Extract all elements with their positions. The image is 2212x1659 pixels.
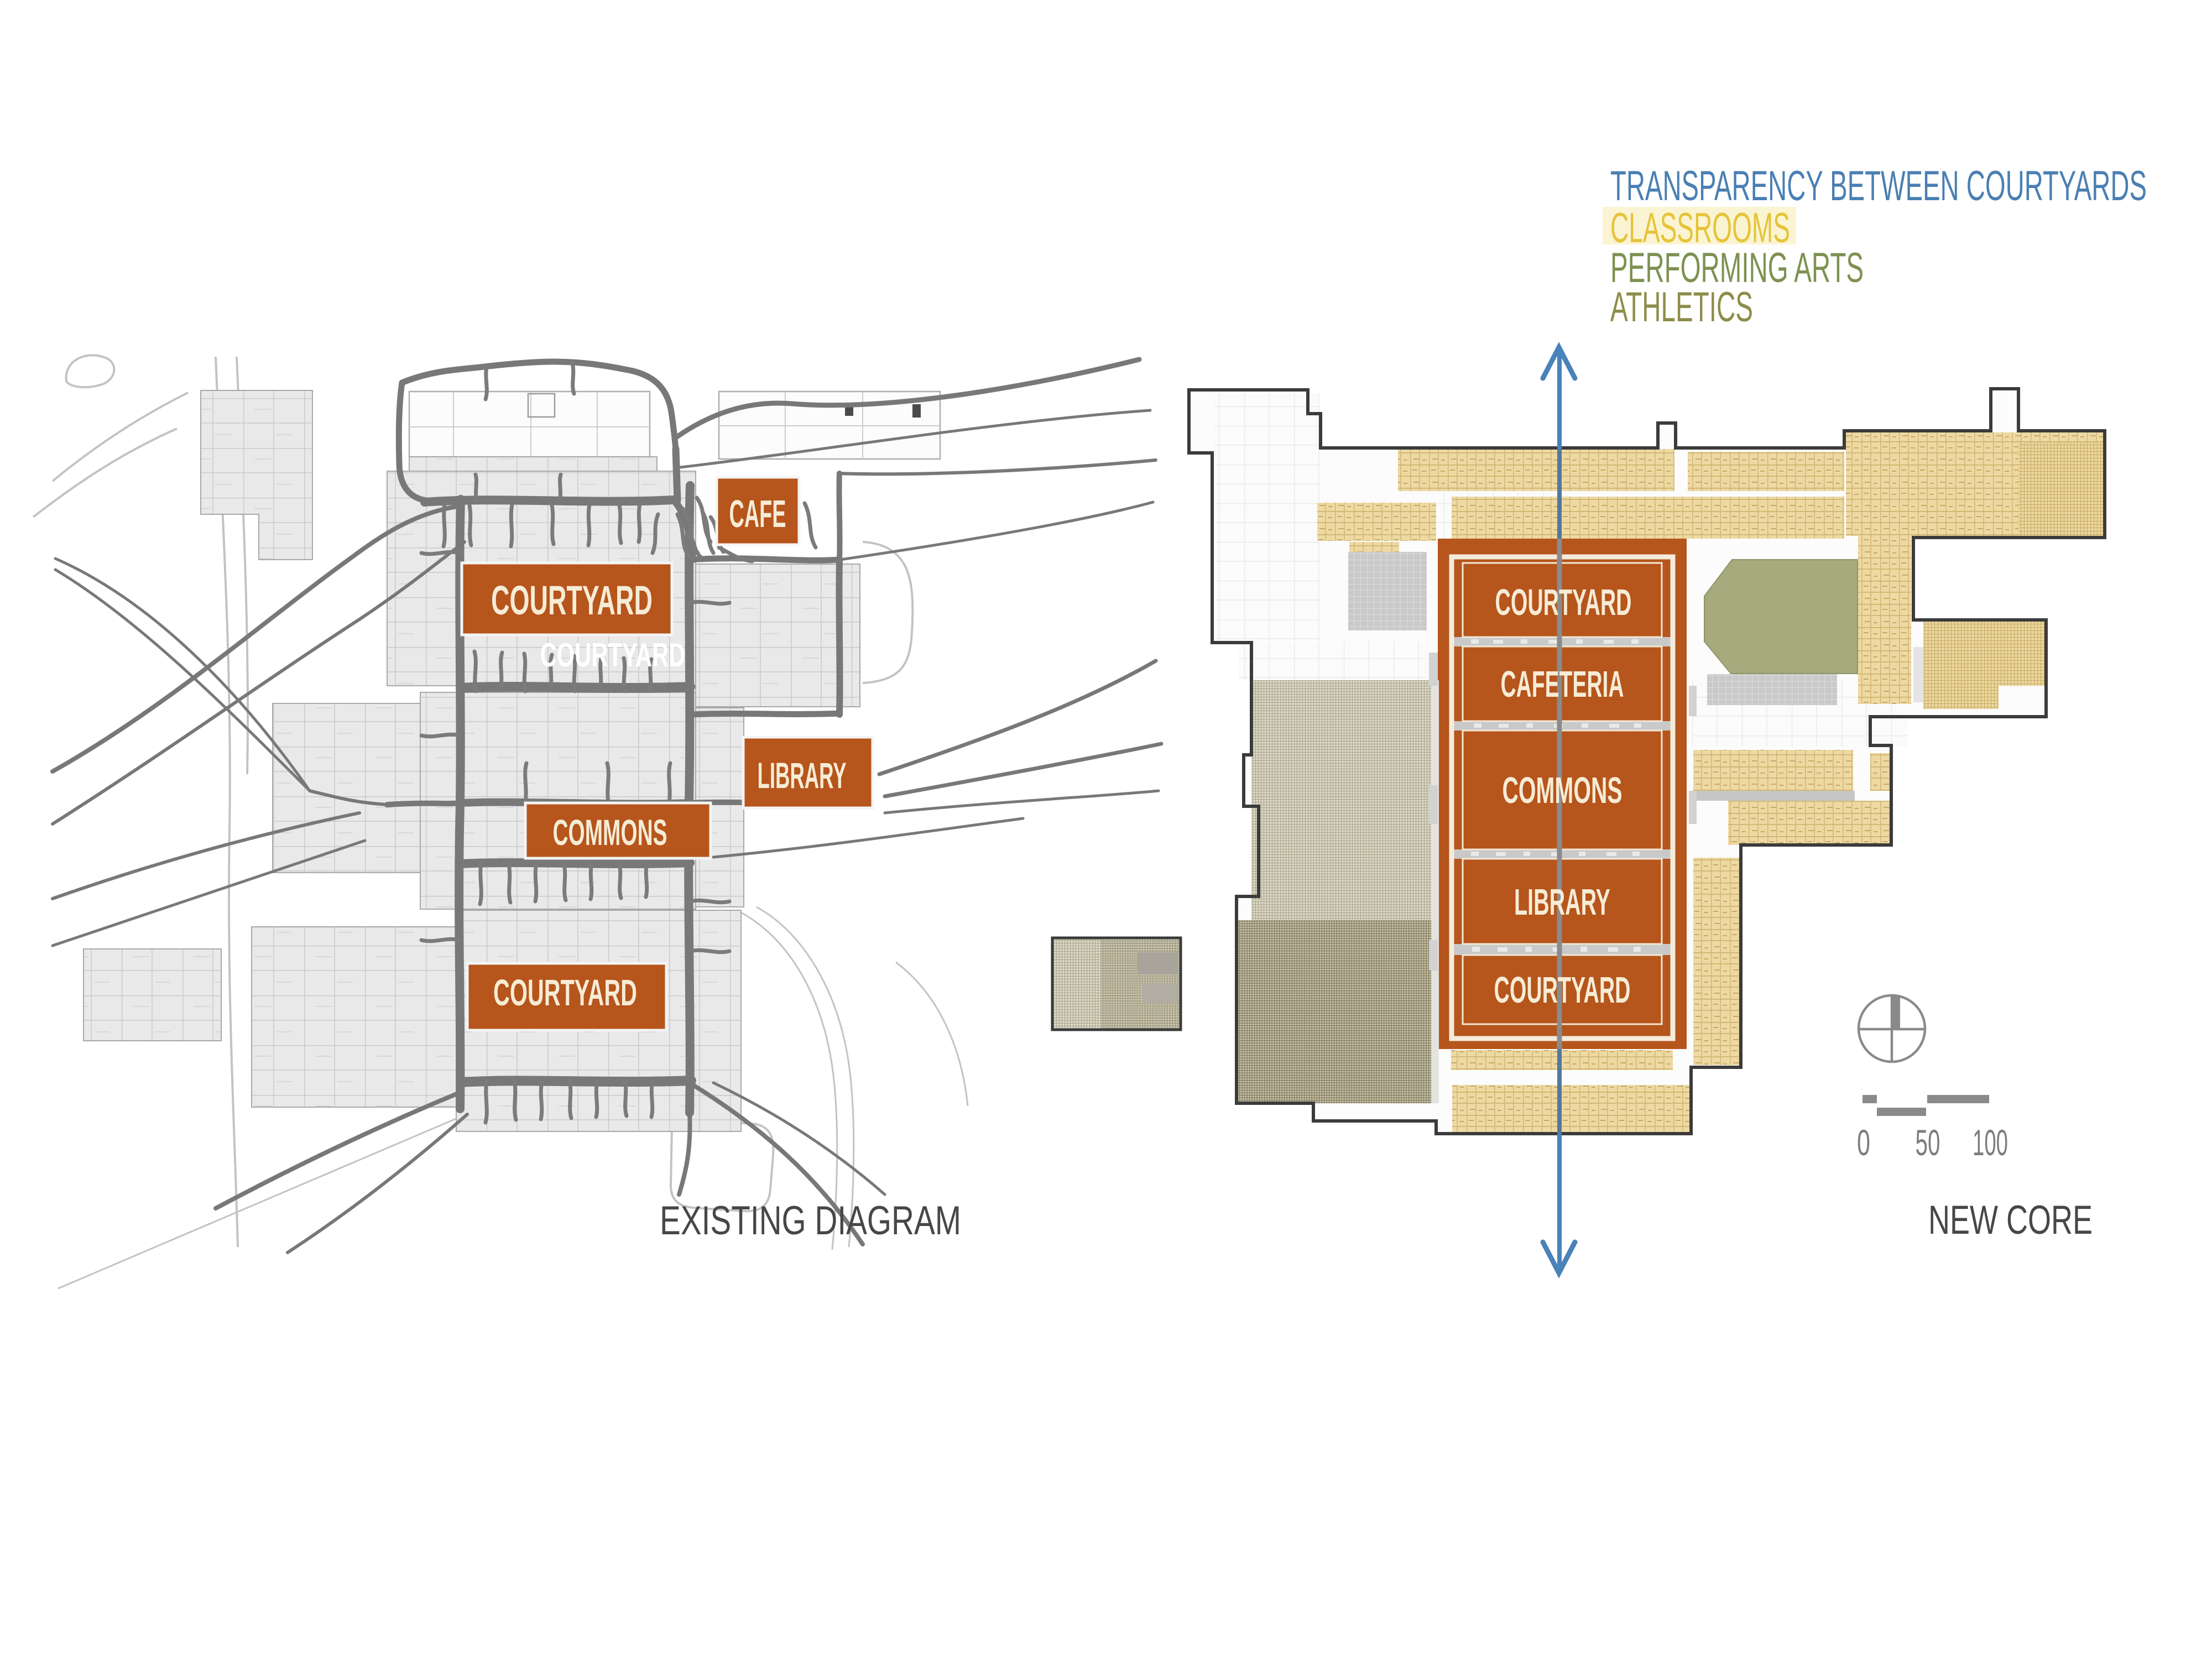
svg-text:0: 0: [1857, 1122, 1870, 1163]
svg-text:CAFE: CAFE: [729, 492, 786, 535]
svg-text:LIBRARY: LIBRARY: [758, 755, 847, 796]
svg-text:COMMONS: COMMONS: [553, 812, 667, 853]
svg-text:50: 50: [1916, 1122, 1940, 1163]
svg-text:COURTYARD: COURTYARD: [1495, 582, 1632, 623]
svg-text:COURTYARD: COURTYARD: [491, 577, 653, 623]
svg-text:TRANSPARENCY BETWEEN COURTYARD: TRANSPARENCY BETWEEN COURTYARDS: [1610, 163, 2147, 210]
svg-text:ATHLETICS: ATHLETICS: [1610, 284, 1753, 331]
svg-text:EXISTING DIAGRAM: EXISTING DIAGRAM: [660, 1198, 961, 1243]
svg-text:PERFORMING ARTS: PERFORMING ARTS: [1610, 244, 1864, 291]
svg-text:NEW CORE: NEW CORE: [1928, 1198, 2093, 1243]
svg-text:COURTYARD: COURTYARD: [540, 637, 686, 674]
svg-text:COURTYARD: COURTYARD: [1494, 969, 1631, 1011]
svg-text:CLASSROOMS: CLASSROOMS: [1610, 205, 1790, 252]
svg-text:LIBRARY: LIBRARY: [1514, 881, 1610, 923]
svg-text:COURTYARD: COURTYARD: [493, 972, 637, 1014]
svg-text:CAFETERIA: CAFETERIA: [1501, 664, 1624, 705]
svg-text:COMMONS: COMMONS: [1503, 770, 1623, 811]
svg-text:100: 100: [1973, 1122, 2008, 1163]
